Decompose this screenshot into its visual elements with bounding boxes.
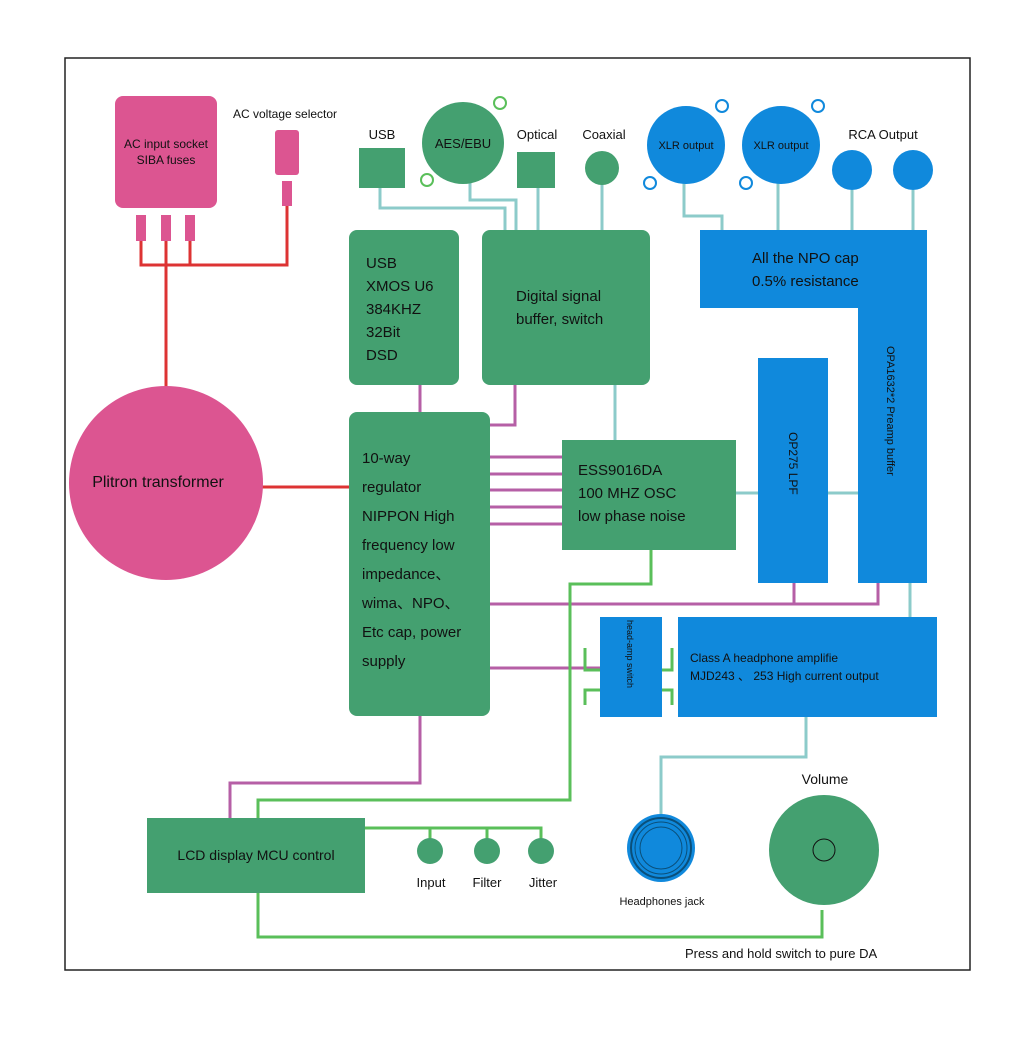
usb-module-line-5: DSD [366,347,398,364]
optical-label: Optical [517,127,558,142]
volume-knob: Volume [769,771,879,905]
aes-ebu-input: AES/EBU [420,96,507,187]
regulator-line-1: 10-way [362,450,411,467]
headphones-jack-label: Headphones jack [619,896,705,908]
npo-cap-line-1: All the NPO cap [752,250,859,267]
regulator-block: 10-way regulator NIPPON High frequency l… [349,412,490,716]
input-button: Input [417,838,446,890]
diagram-frame [64,57,971,971]
headphone-amp: Class A headphone amplifie MJD243 、 253 … [678,617,937,717]
teal-lines [378,178,915,830]
jitter-button-label: Jitter [529,875,558,890]
preamp-buffer-label: OPA1632*2 Preamp buffer [884,346,896,476]
dac-line-3: low phase noise [578,508,686,525]
headphone-amp-line-2: MJD243 、 253 High current output [690,669,879,683]
purple-lines [228,385,880,818]
usb-module-line-3: 384KHZ [366,301,421,318]
lcd-label: LCD display MCU control [177,847,334,863]
ac-socket-line-2: SIBA fuses [137,153,196,167]
digital-signal-buffer: Digital signal buffer, switch [482,230,650,385]
digital-buffer-line-2: buffer, switch [516,311,603,328]
jitter-button: Jitter [528,838,558,890]
usb-module-line-4: 32Bit [366,324,401,341]
digital-buffer-line-1: Digital signal [516,288,601,305]
regulator-line-2: regulator [362,479,421,496]
usb-input: USB [359,127,405,188]
lpf-block: OP275 LPF [758,358,828,583]
regulator-line-8: supply [362,653,406,670]
power-lines [139,205,350,489]
npo-cap-preamp-block: All the NPO cap 0.5% resistance OPA1632*… [700,230,927,583]
ac-socket-line-1: AC input socket [124,137,209,151]
rca-output-label: RCA Output [848,127,918,142]
dac-line-2: 100 MHZ OSC [578,485,677,502]
usb-module-line-2: XMOS U6 [366,278,434,295]
xlr-output-2: XLR output [739,99,825,190]
filter-button-label: Filter [473,875,503,890]
usb-module: USB XMOS U6 384KHZ 32Bit DSD [349,230,459,385]
ac-voltage-selector-label: AC voltage selector [233,107,337,121]
usb-module-line-1: USB [366,255,397,272]
headphone-amp-line-1: Class A headphone amplifie [690,651,838,665]
coaxial-label: Coaxial [582,127,625,142]
lpf-label: OP275 LPF [786,432,800,495]
head-amp-switch-label: head-amp switch [625,620,635,688]
ac-input-socket: AC input socket SIBA fuses [115,96,217,241]
regulator-line-6: wima、NPO、 [361,595,460,612]
npo-cap-line-2: 0.5% resistance [752,273,859,290]
lcd-mcu-block: LCD display MCU control [147,818,365,893]
dac-block: ESS9016DA 100 MHZ OSC low phase noise [562,440,736,550]
aes-ebu-label: AES/EBU [435,136,491,151]
xlr-output-1: XLR output [643,99,729,190]
filter-button: Filter [473,838,503,890]
rca-output: RCA Output [832,127,933,190]
headphones-jack: Headphones jack [619,814,705,908]
transformer-label: Plitron transformer [92,474,224,491]
plitron-transformer: Plitron transformer [69,386,263,580]
head-amp-switch: head-amp switch [600,617,662,717]
xlr-output-2-label: XLR output [753,140,808,152]
volume-label: Volume [802,771,849,787]
green-lines [256,550,824,939]
regulator-line-3: NIPPON High [362,508,455,525]
regulator-line-5: impedance、 [362,566,450,583]
pure-da-note: Press and hold switch to pure DA [685,946,878,961]
regulator-line-7: Etc cap, power [362,624,461,641]
ac-voltage-selector: AC voltage selector [233,107,337,206]
regulator-line-4: frequency low [362,537,455,554]
coaxial-input: Coaxial [582,127,626,185]
input-button-label: Input [417,875,446,890]
dac-line-1: ESS9016DA [578,462,662,479]
xlr-output-1-label: XLR output [658,140,713,152]
usb-input-label: USB [369,127,396,142]
optical-input: Optical [517,127,558,188]
